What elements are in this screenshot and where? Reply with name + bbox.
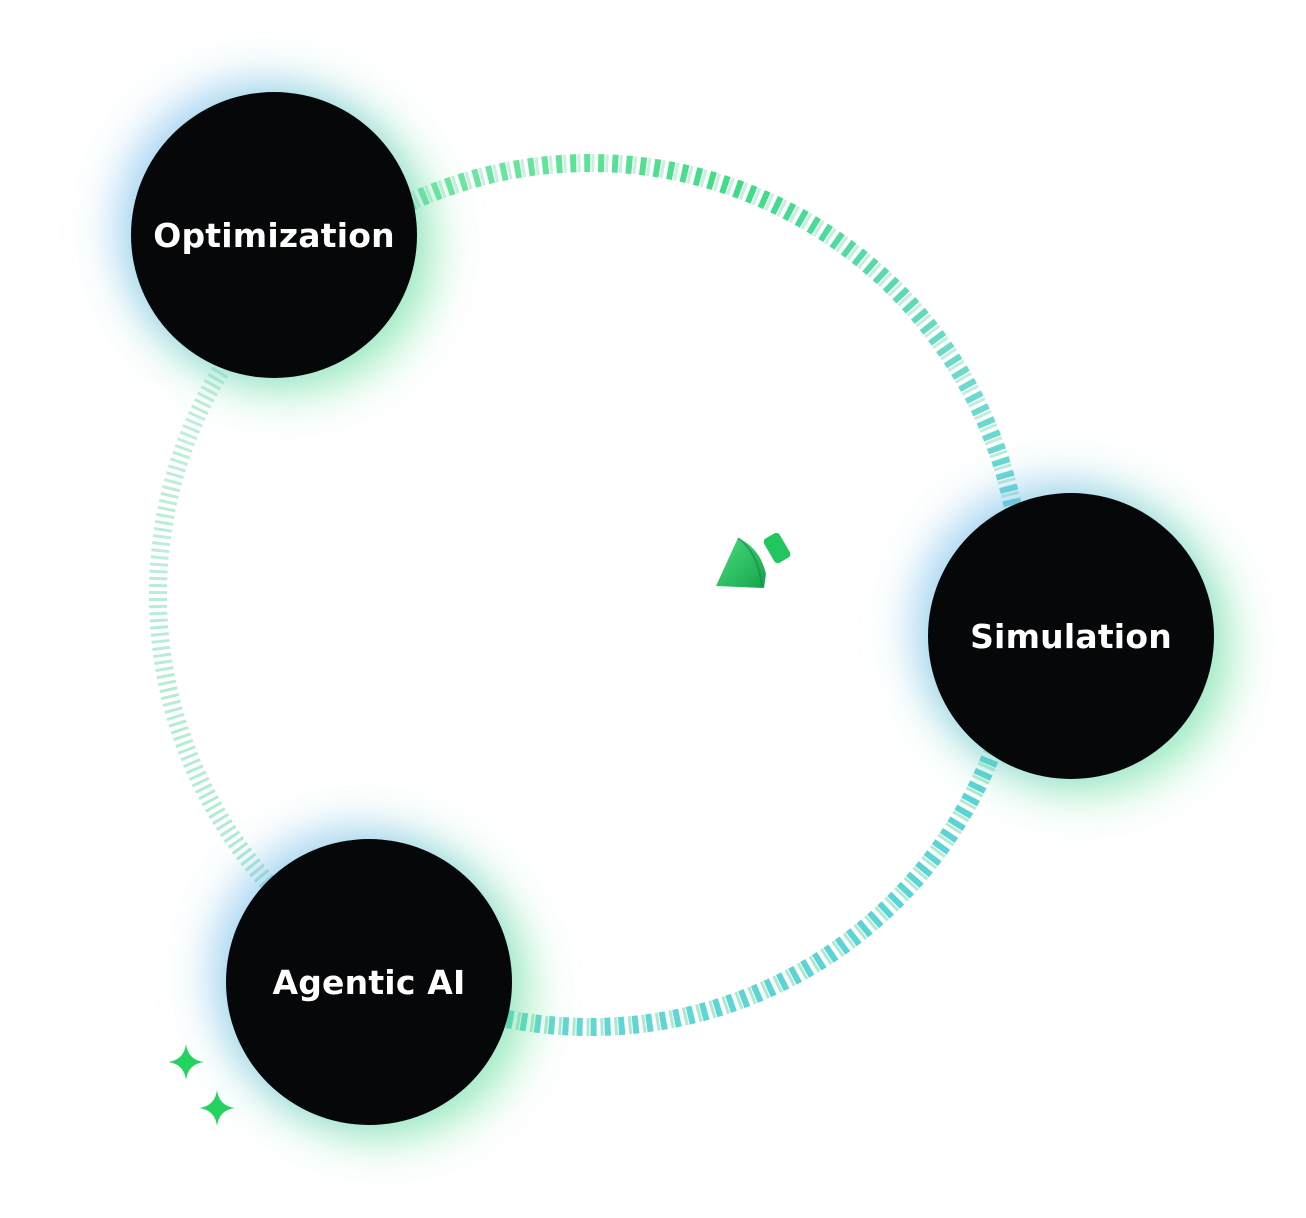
optimization-node: Optimization	[131, 92, 417, 378]
brand-logo-icon	[716, 532, 791, 588]
simulation-node: Simulation	[928, 493, 1214, 779]
sparkle-icon	[199, 1090, 235, 1126]
agentic-ai-node: Agentic AI	[226, 839, 512, 1125]
agentic-ai-label: Agentic AI	[272, 962, 466, 1002]
simulation-label: Simulation	[970, 616, 1172, 656]
sparkle-icon	[168, 1044, 204, 1080]
optimization-label: Optimization	[153, 215, 395, 255]
